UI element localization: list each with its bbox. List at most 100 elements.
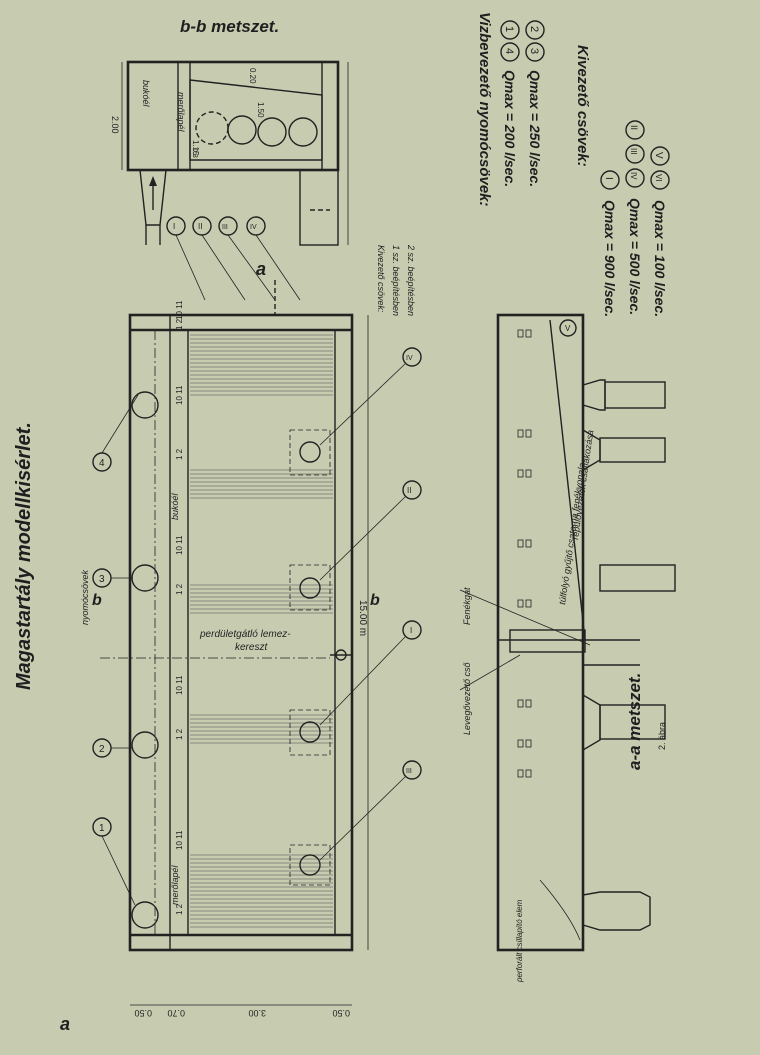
legend-circle-III — [625, 144, 645, 164]
aa-window — [525, 539, 532, 548]
legend-inlet-heading: Vizbevezető nyomócsövek: — [476, 12, 493, 207]
plan-outlet-circle-II — [299, 577, 321, 599]
bb-markers: I II III IV — [166, 216, 266, 236]
plan-outer-frame — [128, 313, 354, 952]
aa-window — [525, 599, 532, 608]
bb-leader-1 — [175, 234, 206, 301]
legend-inlet-2-3: 2 3 Qmax = 250 l/sec. — [525, 20, 545, 187]
aa-pipe-1 — [604, 381, 666, 409]
plan-inlet-circle-4 — [131, 391, 159, 419]
plan-outlet-marker-I — [402, 620, 422, 640]
plan-outlet-circle-IV — [299, 441, 321, 463]
bb-marker-II-text: II — [198, 222, 202, 231]
plan-dim-050-right: 0.50 — [332, 1008, 350, 1018]
legend-circle-IV — [625, 168, 645, 188]
aa-window — [525, 429, 532, 438]
bb-leader-3 — [227, 234, 276, 301]
plan-inlet-marker-1-text: 1 — [99, 823, 105, 834]
legend-circle-text-II: II — [629, 125, 639, 130]
plan-cut-b-right: b — [370, 592, 380, 609]
plan-inlet-marker-4-text: 4 — [99, 458, 105, 469]
bb-pipe-2 — [227, 115, 257, 145]
plan-label-kereszt: kereszt — [235, 642, 268, 653]
bb-dim-200: 2.00 — [110, 116, 120, 134]
plan-label-bukoel: bukóél — [170, 492, 180, 520]
aa-window — [517, 699, 524, 708]
plan-inlet-circle-3 — [131, 564, 159, 592]
legend-circle-text-4: 4 — [503, 48, 515, 54]
tick-label: 1 2 — [175, 903, 184, 915]
legend-inlet-1-4: 1 4 Qmax = 200 l/sec. — [500, 20, 520, 187]
plan-cut-b-left: b — [92, 592, 102, 609]
bb-leader-2 — [201, 234, 246, 301]
plan-cut-a-top: a — [256, 259, 266, 279]
plan-outlet-box-IV — [289, 429, 331, 476]
legend-circle-1 — [500, 20, 520, 40]
aa-window — [517, 769, 524, 778]
aa-circle-V-text: V — [565, 324, 571, 333]
bb-marker-I — [166, 216, 186, 236]
bb-merolapel: merőlapél — [176, 92, 186, 133]
plan-bottom-dims: 0.50 0.70 3.00 0.50 — [130, 1004, 352, 1018]
bb-marker-I-text: I — [173, 222, 175, 231]
plan-inlet-markers: 4 3 2 1 — [92, 394, 139, 906]
section-aa-title: a-a metszet. — [625, 673, 644, 770]
figure-label: 2. ábra — [657, 722, 667, 750]
tick-label: 1 2 — [175, 448, 184, 460]
plan-outlet-leader-IV — [319, 363, 406, 446]
bb-tank-outline — [126, 60, 340, 172]
tick-label: 10 11 — [175, 535, 184, 555]
aa-label-legvezeto: Levegővezető cső — [462, 661, 472, 735]
plan-dim-300: 3.00 — [248, 1008, 266, 1018]
legend-outlet-2-3-4: II III IV Qmax = 500 l/sec. — [625, 120, 645, 315]
bb-dim-03: 0.3 — [191, 148, 198, 158]
aa-window — [525, 329, 532, 338]
legend-outlet-2-3-4-text: Qmax = 500 l/sec. — [627, 198, 643, 315]
tick-label: 10 11 — [175, 300, 184, 320]
tick-label: 10 11 — [175, 830, 184, 850]
legend-circle-VI — [650, 170, 670, 190]
bb-arrow-head — [149, 176, 157, 186]
aa-window — [525, 699, 532, 708]
section-bb: b-b metszet. 2.00 1.15 1.50 0.20 0.3 buk… — [110, 17, 349, 301]
plan-outlet-marker-IV — [402, 347, 422, 367]
plan-outlet-box-II — [289, 564, 331, 611]
plan-label-beep2: 2 sz. beépítésben — [406, 244, 416, 316]
legend: Vizbevezető nyomócsövek: 1 4 Qmax = 200 … — [476, 12, 670, 317]
legend-circle-text-I: I — [603, 177, 614, 180]
aa-window — [517, 739, 524, 748]
plan-outlet-marker-III — [402, 760, 422, 780]
aa-leader-legvezeto — [459, 654, 521, 691]
plan-outlet-marker-II — [402, 480, 422, 500]
bb-channel — [189, 79, 323, 161]
plan-tick-labels: 1 210 111 210 111 210 111 210 111 210 11 — [175, 300, 184, 915]
plan-inlet-circle-2 — [131, 731, 159, 759]
plan-outlet-leader-III — [319, 776, 406, 861]
bb-pipe-4 — [288, 117, 318, 147]
legend-circle-V — [650, 146, 670, 166]
aa-window — [517, 469, 524, 478]
legend-circle-text-VI: VI — [654, 174, 663, 182]
tick-label: 1 2 — [175, 728, 184, 740]
aa-pipe-1-flange — [582, 379, 606, 411]
aa-circle-V — [559, 319, 577, 337]
aa-window — [517, 539, 524, 548]
section-bb-title: b-b metszet. — [180, 17, 279, 36]
plan-outlet-marker-I-text: I — [410, 626, 412, 635]
aa-label-fenekgat: Fenékgát — [462, 587, 472, 625]
aa-sloped-line — [549, 319, 586, 641]
plan-label-perdulet: perdületgátló lemez- — [199, 629, 291, 640]
plan-label-nyomocsovek: nyomócsövek — [80, 569, 90, 625]
bb-marker-IV-text: IV — [250, 224, 257, 231]
legend-outlet-1: I Qmax = 900 l/sec. — [600, 170, 620, 317]
legend-inlet-1-4-text: Qmax = 200 l/sec. — [502, 70, 518, 187]
legend-outlet-heading: Kivezető csövek: — [574, 45, 591, 167]
plan-label-merolapel: merőlapél — [170, 864, 180, 905]
aa-window — [525, 739, 532, 748]
legend-circle-text-V: V — [653, 152, 664, 159]
aa-pipes — [582, 379, 676, 931]
plan-dim-070: 0.70 — [167, 1008, 185, 1018]
bb-dim-020: 0.20 — [248, 68, 257, 84]
aa-outline — [496, 313, 585, 952]
tick-label: 10 11 — [175, 675, 184, 695]
